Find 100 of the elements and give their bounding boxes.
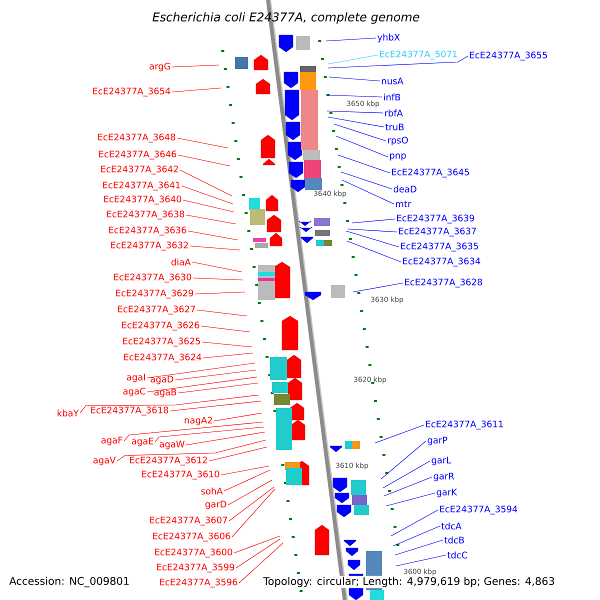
gene-label: EcE24377A_3654 [93,88,170,96]
leader-line [146,376,258,392]
leader-line [380,440,426,480]
gene-label: agaF [101,436,122,446]
leader-line [202,342,252,348]
leader-line [182,186,234,204]
leader-line [190,246,240,250]
leader-line [326,38,376,42]
gene-label: EcE24377A_3594 [440,506,518,514]
leader-line [192,262,242,272]
leader-line [170,400,262,412]
gene-label: agaI [126,374,145,382]
gene-label: garL [432,456,452,466]
leader-line [180,170,232,196]
gene-label: rbfA [385,110,403,116]
gene-label: agaC [123,388,146,396]
gene-label: kbaY [58,410,79,416]
leader-line [186,214,236,224]
leader-line [386,492,436,506]
leader-line [194,292,246,294]
gene-label: yhbX [377,34,400,42]
leader-line [328,116,384,128]
gene-label: EcE24377A_3624 [124,354,202,362]
leader-line [346,230,400,248]
leader-line [196,310,248,316]
leader-line [384,476,432,496]
gene-label: EcE24377A_3627 [118,306,196,314]
gene-label: EcE24377A_5071 [380,50,457,60]
gene-label: EcE24377A_3626 [122,322,200,330]
leader-line [178,382,258,394]
leader-line [340,172,392,190]
leader-line [182,200,234,212]
gene-label: sohA [201,488,223,494]
leader-line [338,154,390,174]
leader-line [326,94,382,98]
gene-label: EcE24377A_3634 [403,258,480,266]
leader-line [390,510,438,536]
gene-label: agaV [93,456,116,466]
gene-label: EcE24377A_3642 [101,166,178,174]
gene-label: argG [150,62,170,72]
gene-label: EcE24377A_3611 [426,420,503,430]
gene-label: EcE24377A_3637 [399,228,476,236]
leader-line [208,446,268,462]
gene-label: garP [428,436,448,446]
gene-label: EcE24377A_3646 [99,150,176,160]
leader-line [352,218,396,224]
gene-label: EcE24377A_3606 [153,532,230,542]
leader-line [326,110,384,114]
leader-line [116,440,266,462]
gene-label: EcE24377A_3599 [157,564,234,572]
gene-label: EcE24377A_3655 [470,52,547,60]
gene-label: EcE24377A_3607 [150,516,228,526]
gene-label: garD [205,500,226,510]
gene-label: EcE24377A_3645 [392,168,469,178]
gene-label: EcE24377A_3600 [155,548,232,558]
gene-label: garR [434,472,454,482]
gene-label: agaD [150,376,174,384]
gene-label: pnp [390,154,406,160]
leader-line [392,526,440,546]
leader-line [382,460,430,488]
gene-label: EcE24377A_3641 [103,182,180,190]
leader-line [348,228,398,232]
leader-line [176,138,228,148]
gene-label: agaW [160,440,185,450]
leader-line [186,432,266,446]
gene-label: nusA [382,78,404,84]
leader-line [200,326,250,332]
gene-label: truB [385,124,404,130]
leader-line [172,88,222,92]
leader-line [178,154,230,166]
gene-label: EcE24377A_3628 [405,278,482,288]
leader-line [346,240,402,262]
gene-label: garK [436,488,458,498]
gene-label: agaE [132,438,154,446]
gene-label: EcE24377A_3625 [123,338,200,346]
gene-label: tdcB [444,536,464,544]
gene-label: EcE24377A_3596 [160,578,238,588]
leader-line [238,542,284,584]
leader-line [172,64,220,68]
leader-line [214,412,262,422]
gene-label: infB [384,94,400,100]
leader-line [228,486,274,522]
leader-line [146,362,256,378]
gene-label: EcE24377A_3639 [397,214,474,224]
title: Escherichia coli E24377A, complete genome [152,12,420,24]
gene-label: EcE24377A_3610 [142,470,220,480]
leader-line [334,124,386,142]
leader-line [228,480,272,506]
leader-line [224,470,270,492]
gene-label: tdcA [441,522,462,530]
leader-line [124,422,264,442]
gene-label: EcE24377A_3648 [98,134,176,142]
leader-line [234,536,280,554]
leader-line [232,488,276,538]
gene-label: tdcC [447,552,468,558]
gene-label: EcE24377A_3638 [107,210,184,220]
gene-label: EcE24377A_3632 [111,242,188,250]
gene-label: EcE24377A_3640 [104,196,182,204]
gene-label: deaD [394,186,416,192]
leader-line [394,540,444,556]
